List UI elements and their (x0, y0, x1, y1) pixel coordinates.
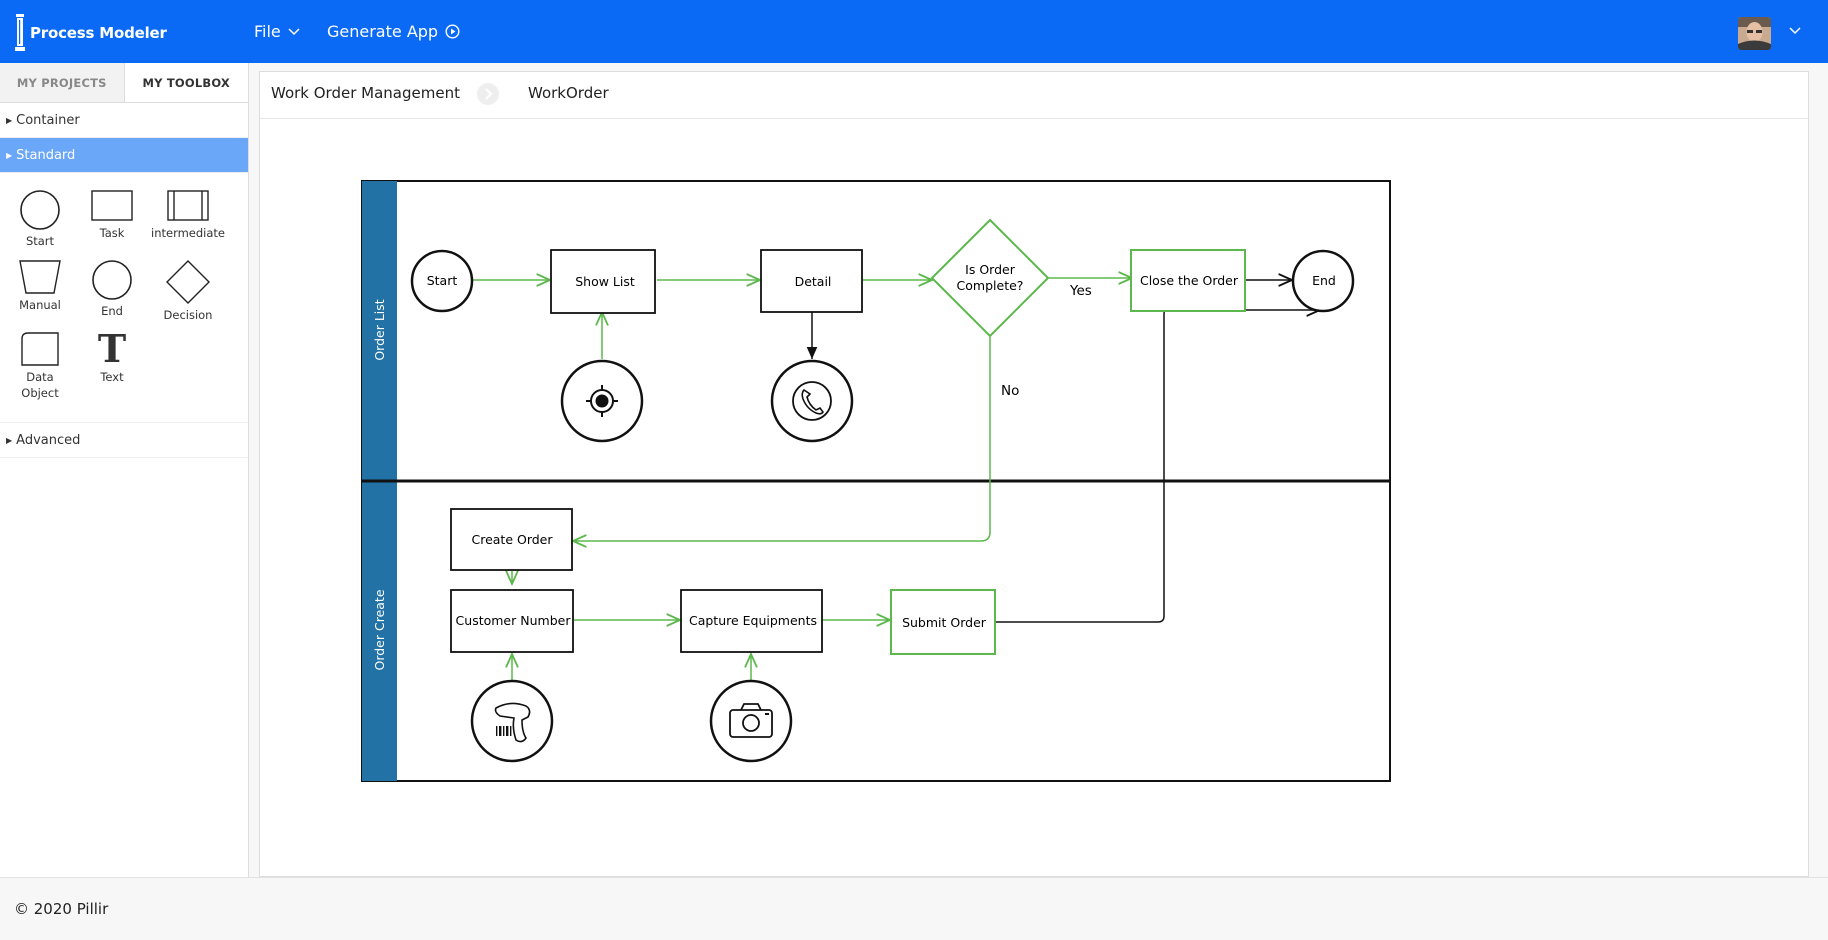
top-navigation-bar: Process Modeler File Generate App (0, 0, 1828, 63)
sidebar-tabs: MY PROJECTS MY TOOLBOX (0, 63, 248, 103)
lane-header-order-create[interactable] (362, 481, 397, 781)
section-advanced-label: Advanced (16, 432, 81, 448)
node-detail[interactable]: Detail (760, 249, 863, 313)
tab-my-projects[interactable]: MY PROJECTS (0, 63, 125, 102)
phone-icon (792, 381, 832, 421)
generate-app-label: Generate App (327, 22, 439, 41)
node-end[interactable]: End (1291, 249, 1355, 313)
lane-label-order-list: Order List (372, 299, 387, 360)
chevron-down-icon (288, 27, 300, 35)
node-end-label: End (1312, 273, 1336, 288)
edge-label-no: No (1001, 383, 1019, 399)
node-close-order-label: Close the Order (1140, 273, 1239, 288)
node-start[interactable]: Start (410, 249, 474, 313)
camera-icon (729, 703, 773, 738)
node-submit-order[interactable]: Submit Order (890, 589, 996, 655)
breadcrumb-project[interactable]: Work Order Management (271, 84, 460, 102)
start-event-icon (20, 190, 60, 230)
lane-header-order-list[interactable] (362, 181, 397, 481)
palette-start[interactable]: Start (18, 189, 62, 249)
task-icon (91, 190, 133, 221)
node-customer-number-label: Customer Number (456, 613, 572, 628)
palette-decision[interactable]: Decision (160, 259, 216, 323)
barcode-scanner-icon (494, 702, 531, 743)
section-standard-label: Standard (16, 147, 76, 163)
node-customer-number[interactable]: Customer Number (450, 589, 574, 653)
pillar-logo-icon (15, 14, 25, 51)
toolbox-sidebar: MY PROJECTS MY TOOLBOX ▶ Container ▶ Sta… (0, 63, 249, 877)
palette-end[interactable]: End (90, 259, 134, 319)
node-barcode-service[interactable] (470, 679, 554, 763)
brand-name: Process Modeler (30, 24, 167, 42)
breadcrumb-process[interactable]: WorkOrder (528, 84, 609, 102)
palette-intermediate[interactable]: intermediate (150, 189, 226, 241)
edge-no[interactable] (573, 336, 991, 541)
node-decision-label-2: Complete? (957, 278, 1024, 293)
node-submit-order-label: Submit Order (902, 615, 987, 630)
palette-text[interactable]: T Text (97, 326, 127, 385)
node-capture-equipments-label: Capture Equipments (689, 613, 817, 628)
section-container-label: Container (16, 112, 80, 128)
file-menu[interactable]: File (254, 22, 300, 41)
node-capture-equipments[interactable]: Capture Equipments (680, 589, 823, 653)
triangle-right-icon: ▶ (6, 435, 13, 445)
node-detail-label: Detail (795, 274, 832, 289)
tab-my-toolbox[interactable]: MY TOOLBOX (124, 63, 248, 102)
section-container[interactable]: ▶ Container (0, 103, 248, 138)
lane-label-order-create: Order Create (372, 589, 387, 670)
crosshair-target-icon (586, 385, 618, 417)
node-close-order[interactable]: Close the Order (1130, 249, 1246, 312)
triangle-right-icon: ▶ (6, 150, 13, 160)
breadcrumb: Work Order Management WorkOrder (260, 72, 1808, 119)
node-decision-label-1: Is Order (965, 262, 1016, 277)
canvas-panel: Work Order Management WorkOrder Order Li… (259, 71, 1809, 877)
file-menu-label: File (254, 22, 281, 41)
end-event-icon (92, 260, 132, 300)
node-call-service[interactable] (770, 359, 854, 443)
data-object-icon (21, 332, 59, 366)
palette-data-object[interactable]: Data Object (14, 331, 66, 401)
section-advanced[interactable]: ▶ Advanced (0, 423, 248, 458)
node-decision[interactable]: Is Order Complete? (930, 218, 1050, 338)
palette-manual[interactable]: Manual (16, 259, 64, 313)
manual-task-icon (19, 260, 61, 294)
brand[interactable]: Process Modeler (13, 13, 167, 53)
palette-task[interactable]: Task (88, 189, 136, 241)
triangle-right-icon: ▶ (6, 115, 13, 125)
process-diagram: Order List Order Create Start Show List (361, 180, 1391, 782)
generate-app-button[interactable]: Generate App (327, 22, 460, 41)
node-create-order[interactable]: Create Order (450, 508, 573, 571)
avatar[interactable] (1738, 17, 1771, 50)
play-circle-icon (445, 24, 460, 39)
user-menu-chevron-icon[interactable] (1788, 26, 1802, 35)
edge-label-yes: Yes (1069, 283, 1092, 299)
node-start-label: Start (427, 273, 458, 288)
footer: © 2020 Pillir (0, 877, 1828, 940)
user-avatar-icon (1738, 17, 1771, 50)
node-create-order-label: Create Order (471, 532, 553, 547)
chevron-right-circle-icon (477, 83, 499, 105)
node-camera-service[interactable] (709, 679, 793, 763)
node-location-service[interactable] (560, 359, 644, 443)
node-show-list[interactable]: Show List (550, 249, 656, 314)
section-standard[interactable]: ▶ Standard (0, 138, 248, 173)
decision-diamond-icon (166, 260, 210, 304)
intermediate-icon (167, 190, 209, 221)
text-tool-icon: T (97, 326, 127, 371)
standard-palette: Start Task intermediate Manual End Decis… (0, 173, 248, 423)
node-show-list-label: Show List (575, 274, 635, 289)
copyright-text: © 2020 Pillir (14, 900, 109, 918)
